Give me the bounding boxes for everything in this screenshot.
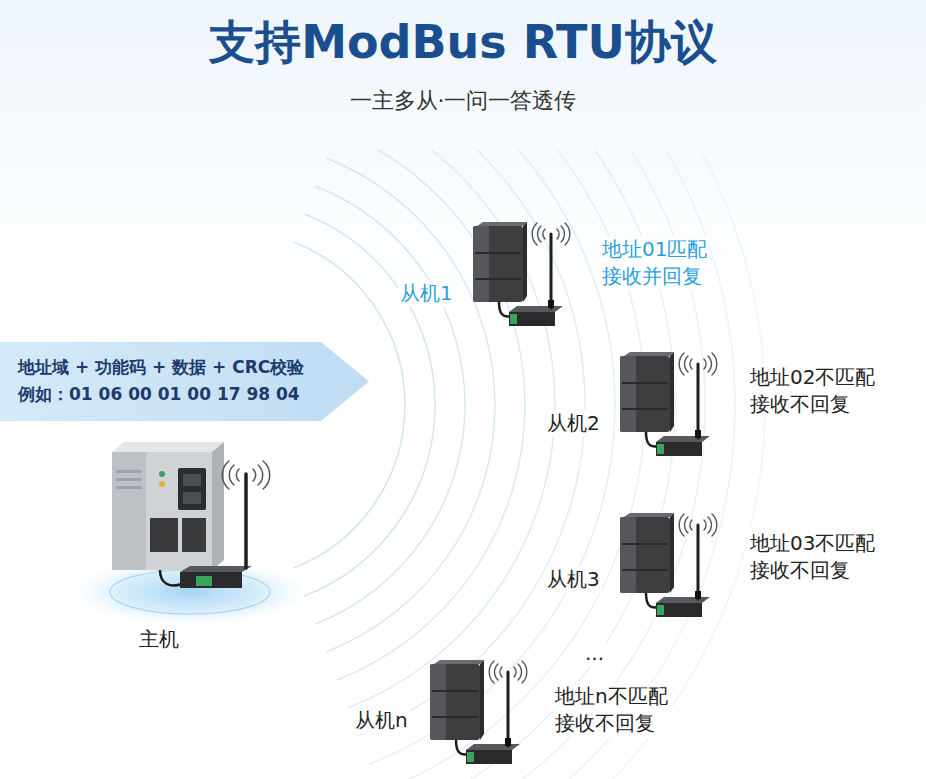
plc-top (112, 442, 224, 452)
plc-vent (116, 470, 142, 473)
radio-module (180, 572, 242, 588)
slave-device (620, 513, 717, 617)
arrow-band (0, 342, 369, 421)
cable (160, 570, 182, 585)
slave-name: 从机3 (545, 566, 602, 593)
radio-waves (293, 150, 765, 779)
plc-module (112, 452, 146, 570)
radio-wave-arc (424, 150, 765, 779)
radio-terminal (196, 576, 212, 586)
page-title: 支持ModBus RTU协议 (0, 12, 926, 74)
slave-status: 地址n不匹配 接收不回复 (553, 683, 670, 737)
antenna-waves (222, 461, 269, 489)
plc-terminal (182, 518, 206, 552)
master-name: 主机 (137, 626, 181, 653)
slave-name: 从机1 (398, 280, 455, 307)
plc-side (212, 442, 224, 570)
slave-status: 地址03不匹配 接收不回复 (748, 530, 877, 584)
slave-device (473, 222, 570, 326)
antenna (244, 474, 248, 568)
slave-device (620, 352, 717, 456)
frame-format: 地址域 + 功能码 + 数据 + CRC校验 (18, 354, 304, 381)
frame-arrow-band: 地址域 + 功能码 + 数据 + CRC校验例如：01 06 00 01 00 … (0, 342, 368, 420)
subtitle: 一主多从·一问一答透传 (0, 86, 926, 116)
plc-port (183, 492, 201, 504)
arrow-shape (0, 342, 369, 421)
slave-status: 地址02不匹配 接收不回复 (748, 364, 877, 418)
slave-name: 从机n (353, 707, 410, 734)
plc-port-panel (178, 468, 206, 510)
plc-port (183, 474, 201, 486)
slave-device (430, 660, 527, 764)
radio-module-top (180, 566, 252, 572)
master-device (72, 442, 308, 625)
plc-led (159, 481, 165, 487)
radio-wave-arc (370, 150, 615, 764)
signal-ring (110, 570, 270, 614)
ellipsis: ... (583, 640, 606, 667)
plc-terminal (150, 518, 178, 552)
frame-example: 例如：01 06 00 01 00 17 98 04 (18, 381, 304, 408)
plc-vent (116, 478, 142, 481)
plc-vent (116, 486, 142, 489)
plc-body (112, 452, 212, 570)
radio-wave-arc (359, 150, 585, 736)
signal-glow (72, 559, 308, 625)
slave-status: 地址01匹配 接收并回复 (600, 236, 709, 290)
plc-led (159, 471, 165, 477)
slave-name: 从机2 (545, 410, 602, 437)
